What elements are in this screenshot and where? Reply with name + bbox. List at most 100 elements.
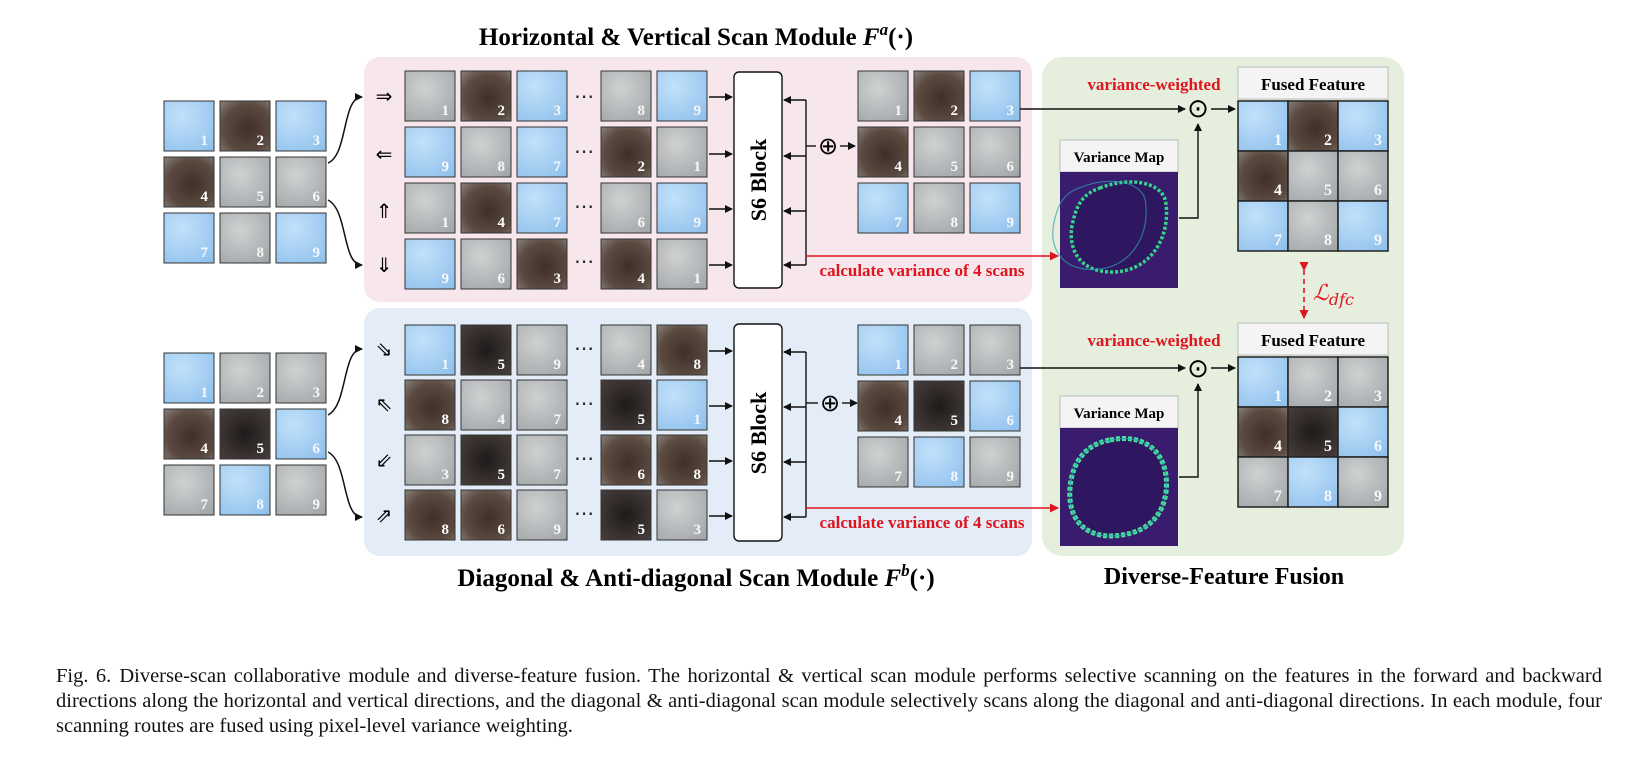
tile-number: 9 [694,215,702,231]
tile-fill [857,70,909,122]
diag-fusion-connectors [1020,364,1236,478]
tile-fill [1237,200,1289,252]
tile-number: 8 [257,245,265,261]
tile-number: 3 [442,467,450,483]
tile-fill [656,238,708,290]
feature-tile: 6 [600,182,652,234]
tile-number: 9 [694,103,702,119]
feature-tile: 5 [913,126,965,178]
tile-number: 7 [554,412,562,428]
feature-tile: 3 [516,70,568,122]
tile-number: 9 [1374,232,1382,249]
feature-tile: 7 [1237,200,1289,252]
scan-arrow-up-right: ⇗ [376,503,393,527]
tile-fill [516,70,568,122]
tile-fill [219,156,271,208]
tile-fill [1287,456,1339,508]
tile-number: 6 [638,215,646,231]
tile-number: 4 [201,189,209,205]
feature-tile: 9 [516,489,568,541]
feature-tile: 6 [1337,150,1389,202]
tile-fill [600,182,652,234]
feature-tile: 1 [404,70,456,122]
feature-tile: 7 [516,182,568,234]
diag-scan-arrows: ⇘ ⇖ ⇙ ⇗ [376,337,393,527]
tile-number: 5 [951,413,959,429]
tile-number: 5 [951,159,959,175]
ellipsis: ⋯ [574,336,594,360]
tile-number: 1 [1274,132,1282,149]
variance-map-hv-label: Variance Map [1074,150,1165,166]
tile-number: 7 [895,215,903,231]
tile-number: 8 [1324,488,1332,505]
feature-tile: 2 [600,126,652,178]
feature-tile: 1 [1237,100,1289,152]
feature-tile: 1 [163,352,215,404]
hv-module-title: Horizontal & Vertical Scan Module Fa(·) [479,20,913,51]
caption-text: Diverse-scan collaborative module and di… [56,665,1602,737]
tile-number: 7 [895,469,903,485]
fused-feature-hv-header [1237,66,1389,100]
tile-fill [600,434,652,486]
tile-fill [275,352,327,404]
feature-tile: 8 [219,212,271,264]
hv-to-s6-arrows [709,93,733,269]
tile-fill [1337,100,1389,152]
tile-fill [1287,406,1339,458]
tile-number: 6 [1007,159,1015,175]
feature-tile: 7 [857,436,909,488]
feature-tile: 9 [1337,456,1389,508]
tile-number: 4 [895,159,903,175]
feature-tile: 8 [656,434,708,486]
feature-tile: 4 [600,324,652,376]
feature-tile: 5 [460,324,512,376]
tile-fill [1237,356,1289,408]
tile-number: 7 [1274,488,1282,505]
feature-tile: 9 [969,182,1021,234]
tile-number: 9 [442,271,450,287]
feature-tile: 7 [857,182,909,234]
tile-fill [656,379,708,431]
tile-number: 6 [313,189,321,205]
tile-number: 9 [1374,488,1382,505]
s6-block-hv-label: S6 Block [746,138,771,221]
feature-tile: 4 [163,156,215,208]
tile-fill [969,436,1021,488]
input-curve-hv-bottom [327,199,363,269]
tile-fill [1337,200,1389,252]
feature-tile: 9 [275,464,327,516]
feature-tile: 8 [404,379,456,431]
scan-arrow-down-left: ⇙ [376,448,393,472]
tile-fill [1337,406,1389,458]
tile-number: 5 [257,441,265,457]
feature-tile: 4 [600,238,652,290]
feature-tile: 4 [163,408,215,460]
feature-tile: 1 [404,182,456,234]
feature-tile: 1 [857,324,909,376]
fused-feature-diag-header [1237,322,1389,356]
ellipsis: ⋯ [574,139,594,163]
feature-tile: 3 [516,238,568,290]
tile-fill [1337,456,1389,508]
tile-number: 2 [257,385,265,401]
hv-s6-output-bracket [783,96,856,269]
tile-number: 2 [257,133,265,149]
tile-fill [404,238,456,290]
tile-fill [656,324,708,376]
tile-number: 9 [554,522,562,538]
fused-feature-hv-label: Fused Feature [1261,75,1365,94]
diag-variance-weighted-label: variance-weighted [1087,331,1221,350]
tile-fill [219,212,271,264]
tile-fill [404,489,456,541]
tile-number: 7 [554,467,562,483]
feature-tile: 2 [1287,356,1339,408]
feature-tile: 6 [460,238,512,290]
tile-fill [857,182,909,234]
tile-fill [1337,356,1389,408]
feature-tile: 5 [600,379,652,431]
feature-tile: 7 [1237,456,1289,508]
feature-tile: 4 [460,182,512,234]
tile-number: 5 [1324,182,1332,199]
scan-arrow-left: ⇐ [376,142,393,166]
tile-number: 6 [313,441,321,457]
